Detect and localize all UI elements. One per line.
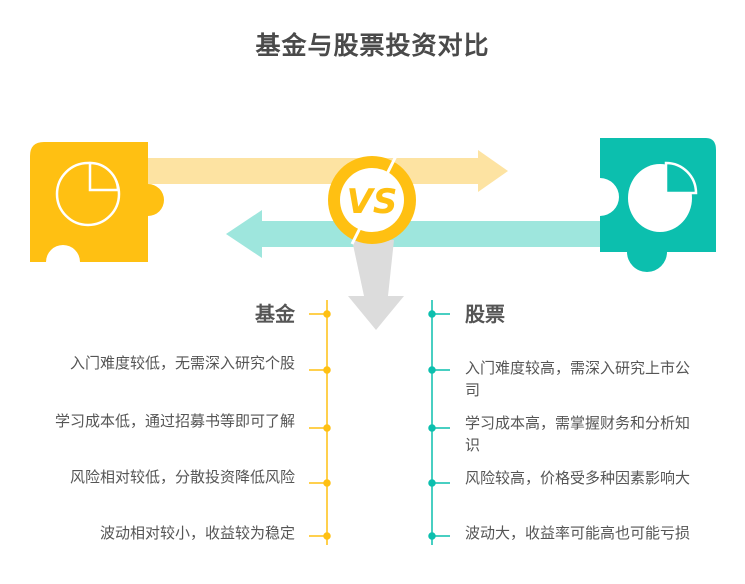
fund-item: 学习成本低，通过招募书等即可了解 <box>54 412 295 430</box>
vs-badge: VS <box>328 155 416 245</box>
stock-item: 入门难度较高，需深入研究上市公司 <box>465 359 691 399</box>
down-arrow <box>348 240 404 330</box>
stock-item: 学习成本高，需掌握财务和分析知识 <box>465 414 691 454</box>
stock-arrow <box>226 210 602 258</box>
fund-puzzle-piece <box>30 142 164 262</box>
fund-item: 风险相对较低，分散投资降低风险 <box>69 468 295 486</box>
fund-heading: 基金 <box>255 302 295 326</box>
stock-item: 风险较高，价格受多种因素影响大 <box>465 469 691 487</box>
fund-arrow <box>148 150 508 192</box>
fund-item: 入门难度较低，无需深入研究个股 <box>69 354 295 372</box>
stock-item: 波动大，收益率可能高也可能亏损 <box>465 524 691 542</box>
stock-puzzle-piece <box>600 138 716 272</box>
fund-item: 波动相对较小，收益较为稳定 <box>99 524 295 542</box>
vs-label: VS <box>347 182 398 222</box>
page-title: 基金与股票投资对比 <box>255 31 490 60</box>
stock-heading: 股票 <box>465 302 505 326</box>
